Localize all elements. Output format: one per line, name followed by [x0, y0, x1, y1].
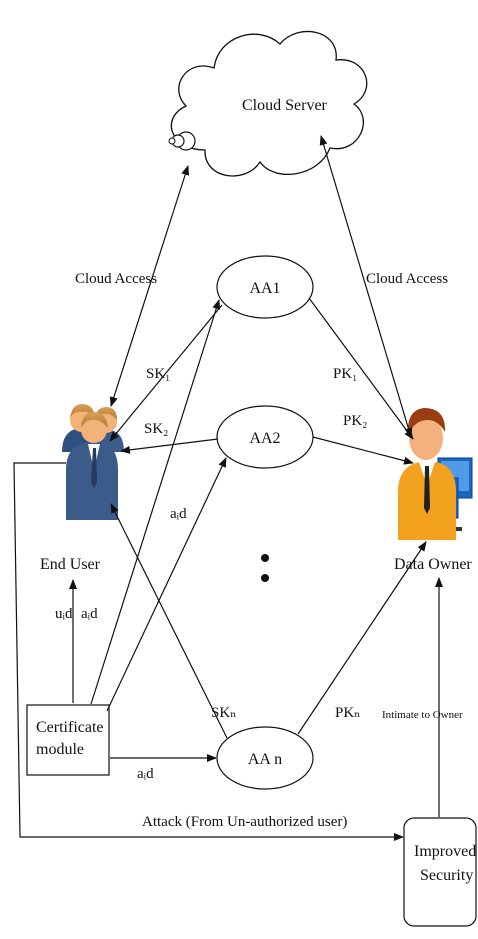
- edge-cert-to-aa1: [90, 299, 221, 705]
- edge-sk1: [109, 304, 223, 442]
- cloud-tail-icon: [168, 131, 196, 151]
- label-sk1: SK₁: [146, 366, 170, 382]
- label-pk1: PK₁: [333, 366, 357, 382]
- label-aid-left: aᵢd: [81, 606, 98, 622]
- label-cloud-access-left: Cloud Access: [75, 271, 157, 287]
- label-aid-upper: aᵢd: [170, 506, 187, 522]
- edge-cloud-access-left: [109, 165, 190, 407]
- aan-label: AA n: [248, 751, 282, 768]
- aa2-node: AA2: [216, 405, 314, 469]
- aan-node: AA n: [216, 726, 314, 790]
- label-intimate-owner: Intimate to Owner: [382, 709, 463, 721]
- cloud-server-node: Cloud Server: [168, 30, 368, 177]
- certificate-label-line1: Certificate: [36, 719, 104, 736]
- edge-pkn: [297, 541, 427, 735]
- aa2-label: AA2: [249, 430, 280, 447]
- label-pkn: PKₙ: [335, 705, 361, 721]
- edge-pk1: [308, 297, 414, 440]
- edge-cloud-access-right: [319, 135, 413, 438]
- label-sk2: SK₂: [144, 421, 168, 437]
- end-user-icon: [62, 404, 124, 520]
- improved-security-node: Improved Security: [403, 817, 477, 927]
- improved-label-line1: Improved: [414, 843, 476, 860]
- certificate-module-node: Certificate module: [26, 704, 110, 776]
- cloud-shape: [170, 30, 368, 177]
- certificate-label-line2: module: [36, 741, 84, 758]
- label-attack: Attack (From Un-authorized user): [142, 814, 347, 830]
- more-authorities-ellipsis: [261, 554, 269, 582]
- edge-cert-to-aa2: [106, 457, 227, 712]
- label-uid: uᵢd: [55, 606, 73, 622]
- label-aid-bottom: aᵢd: [137, 766, 154, 782]
- cloud-server-label: Cloud Server: [242, 97, 328, 114]
- edge-pk2: [312, 436, 414, 465]
- label-pk2: PK₂: [343, 413, 367, 429]
- edge-skn: [110, 503, 228, 739]
- aa1-label: AA1: [249, 280, 280, 297]
- edge-attack: [13, 462, 404, 841]
- improved-label-line2: Security: [420, 867, 473, 884]
- aa1-node: AA1: [216, 255, 314, 319]
- edge-sk2: [120, 438, 219, 454]
- label-cloud-access-right: Cloud Access: [366, 271, 448, 287]
- data-owner-label: Data Owner: [394, 556, 472, 573]
- end-user-label: End User: [40, 556, 101, 573]
- label-skn: SKₙ: [211, 705, 237, 721]
- data-owner-icon: [398, 408, 473, 540]
